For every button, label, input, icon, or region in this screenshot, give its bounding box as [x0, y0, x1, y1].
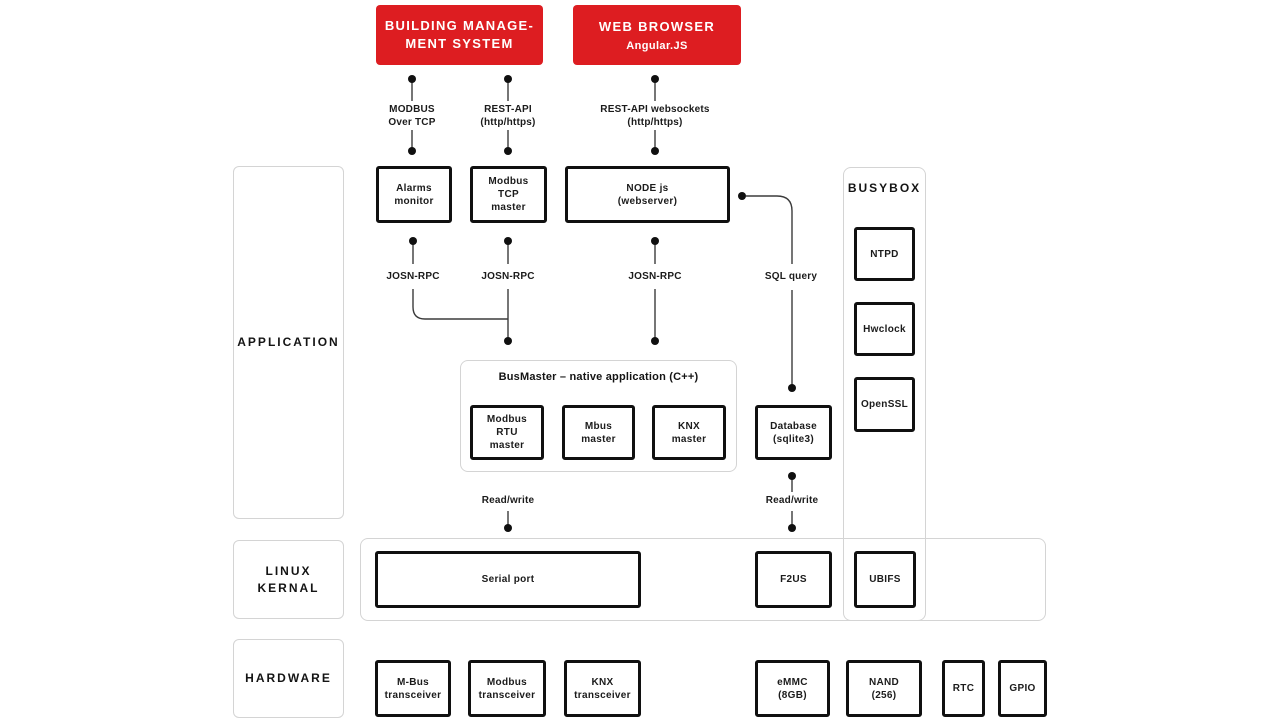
- node-serial-port: Serial port: [375, 551, 641, 608]
- busmaster-title: BusMaster – native application (C++): [498, 371, 699, 383]
- node-emmc: eMMC (8GB): [755, 660, 830, 717]
- node-alarms-monitor: Alarms monitor: [376, 166, 452, 223]
- label-modbus-over-tcp: MODBUS Over TCP: [388, 104, 436, 128]
- linux-kernel-container: [360, 538, 1046, 621]
- node-f2us: F2US: [755, 551, 832, 608]
- web-browser-title: WEB BROWSER: [598, 19, 716, 34]
- label-rest-api-websockets: REST-API websockets (http/https): [600, 104, 710, 128]
- label-rest-api: REST-API (http/https): [480, 104, 536, 128]
- busybox-title: BUSYBOX: [847, 181, 922, 195]
- section-hardware-label: HARDWARE: [245, 671, 332, 685]
- node-gpio: GPIO: [998, 660, 1047, 717]
- section-hardware: HARDWARE: [233, 639, 344, 718]
- node-knx-master: KNX master: [652, 405, 726, 460]
- label-sql-query: SQL query: [764, 271, 818, 282]
- node-building-management-system: BUILDING MANAGE- MENT SYSTEM: [376, 5, 543, 65]
- web-browser-subtitle: Angular.JS: [626, 40, 688, 52]
- node-database-sqlite3: Database (sqlite3): [755, 405, 832, 460]
- node-nand: NAND (256): [846, 660, 922, 717]
- node-openssl: OpenSSL: [854, 377, 915, 432]
- node-mbus-master: Mbus master: [562, 405, 635, 460]
- node-node-js-webserver: NODE js (webserver): [565, 166, 730, 223]
- bms-title: BUILDING MANAGE- MENT SYSTEM: [384, 18, 535, 51]
- node-web-browser: WEB BROWSER Angular.JS: [573, 5, 741, 65]
- node-modbus-rtu-master: Modbus RTU master: [470, 405, 544, 460]
- label-json-rpc-2: JOSN-RPC: [481, 271, 535, 282]
- node-ntpd: NTPD: [854, 227, 915, 281]
- busmaster-container: BusMaster – native application (C++): [460, 360, 737, 472]
- node-modbus-transceiver: Modbus transceiver: [468, 660, 546, 717]
- section-linux-kernal: LINUX KERNAL: [233, 540, 344, 619]
- node-hwclock: Hwclock: [854, 302, 915, 356]
- label-read-write-left: Read/write: [481, 495, 535, 506]
- section-linux-kernal-label: LINUX KERNAL: [257, 563, 320, 595]
- node-rtc: RTC: [942, 660, 985, 717]
- section-application-label: APPLICATION: [237, 335, 340, 349]
- node-ubifs: UBIFS: [854, 551, 916, 608]
- label-read-write-right: Read/write: [765, 495, 819, 506]
- section-application: APPLICATION: [233, 166, 344, 519]
- node-knx-transceiver: KNX transceiver: [564, 660, 641, 717]
- label-json-rpc-1: JOSN-RPC: [386, 271, 440, 282]
- node-mbus-transceiver: M-Bus transceiver: [375, 660, 451, 717]
- label-json-rpc-3: JOSN-RPC: [628, 271, 682, 282]
- connector-sql-query: [746, 195, 793, 388]
- node-modbus-tcp-master: Modbus TCP master: [470, 166, 547, 223]
